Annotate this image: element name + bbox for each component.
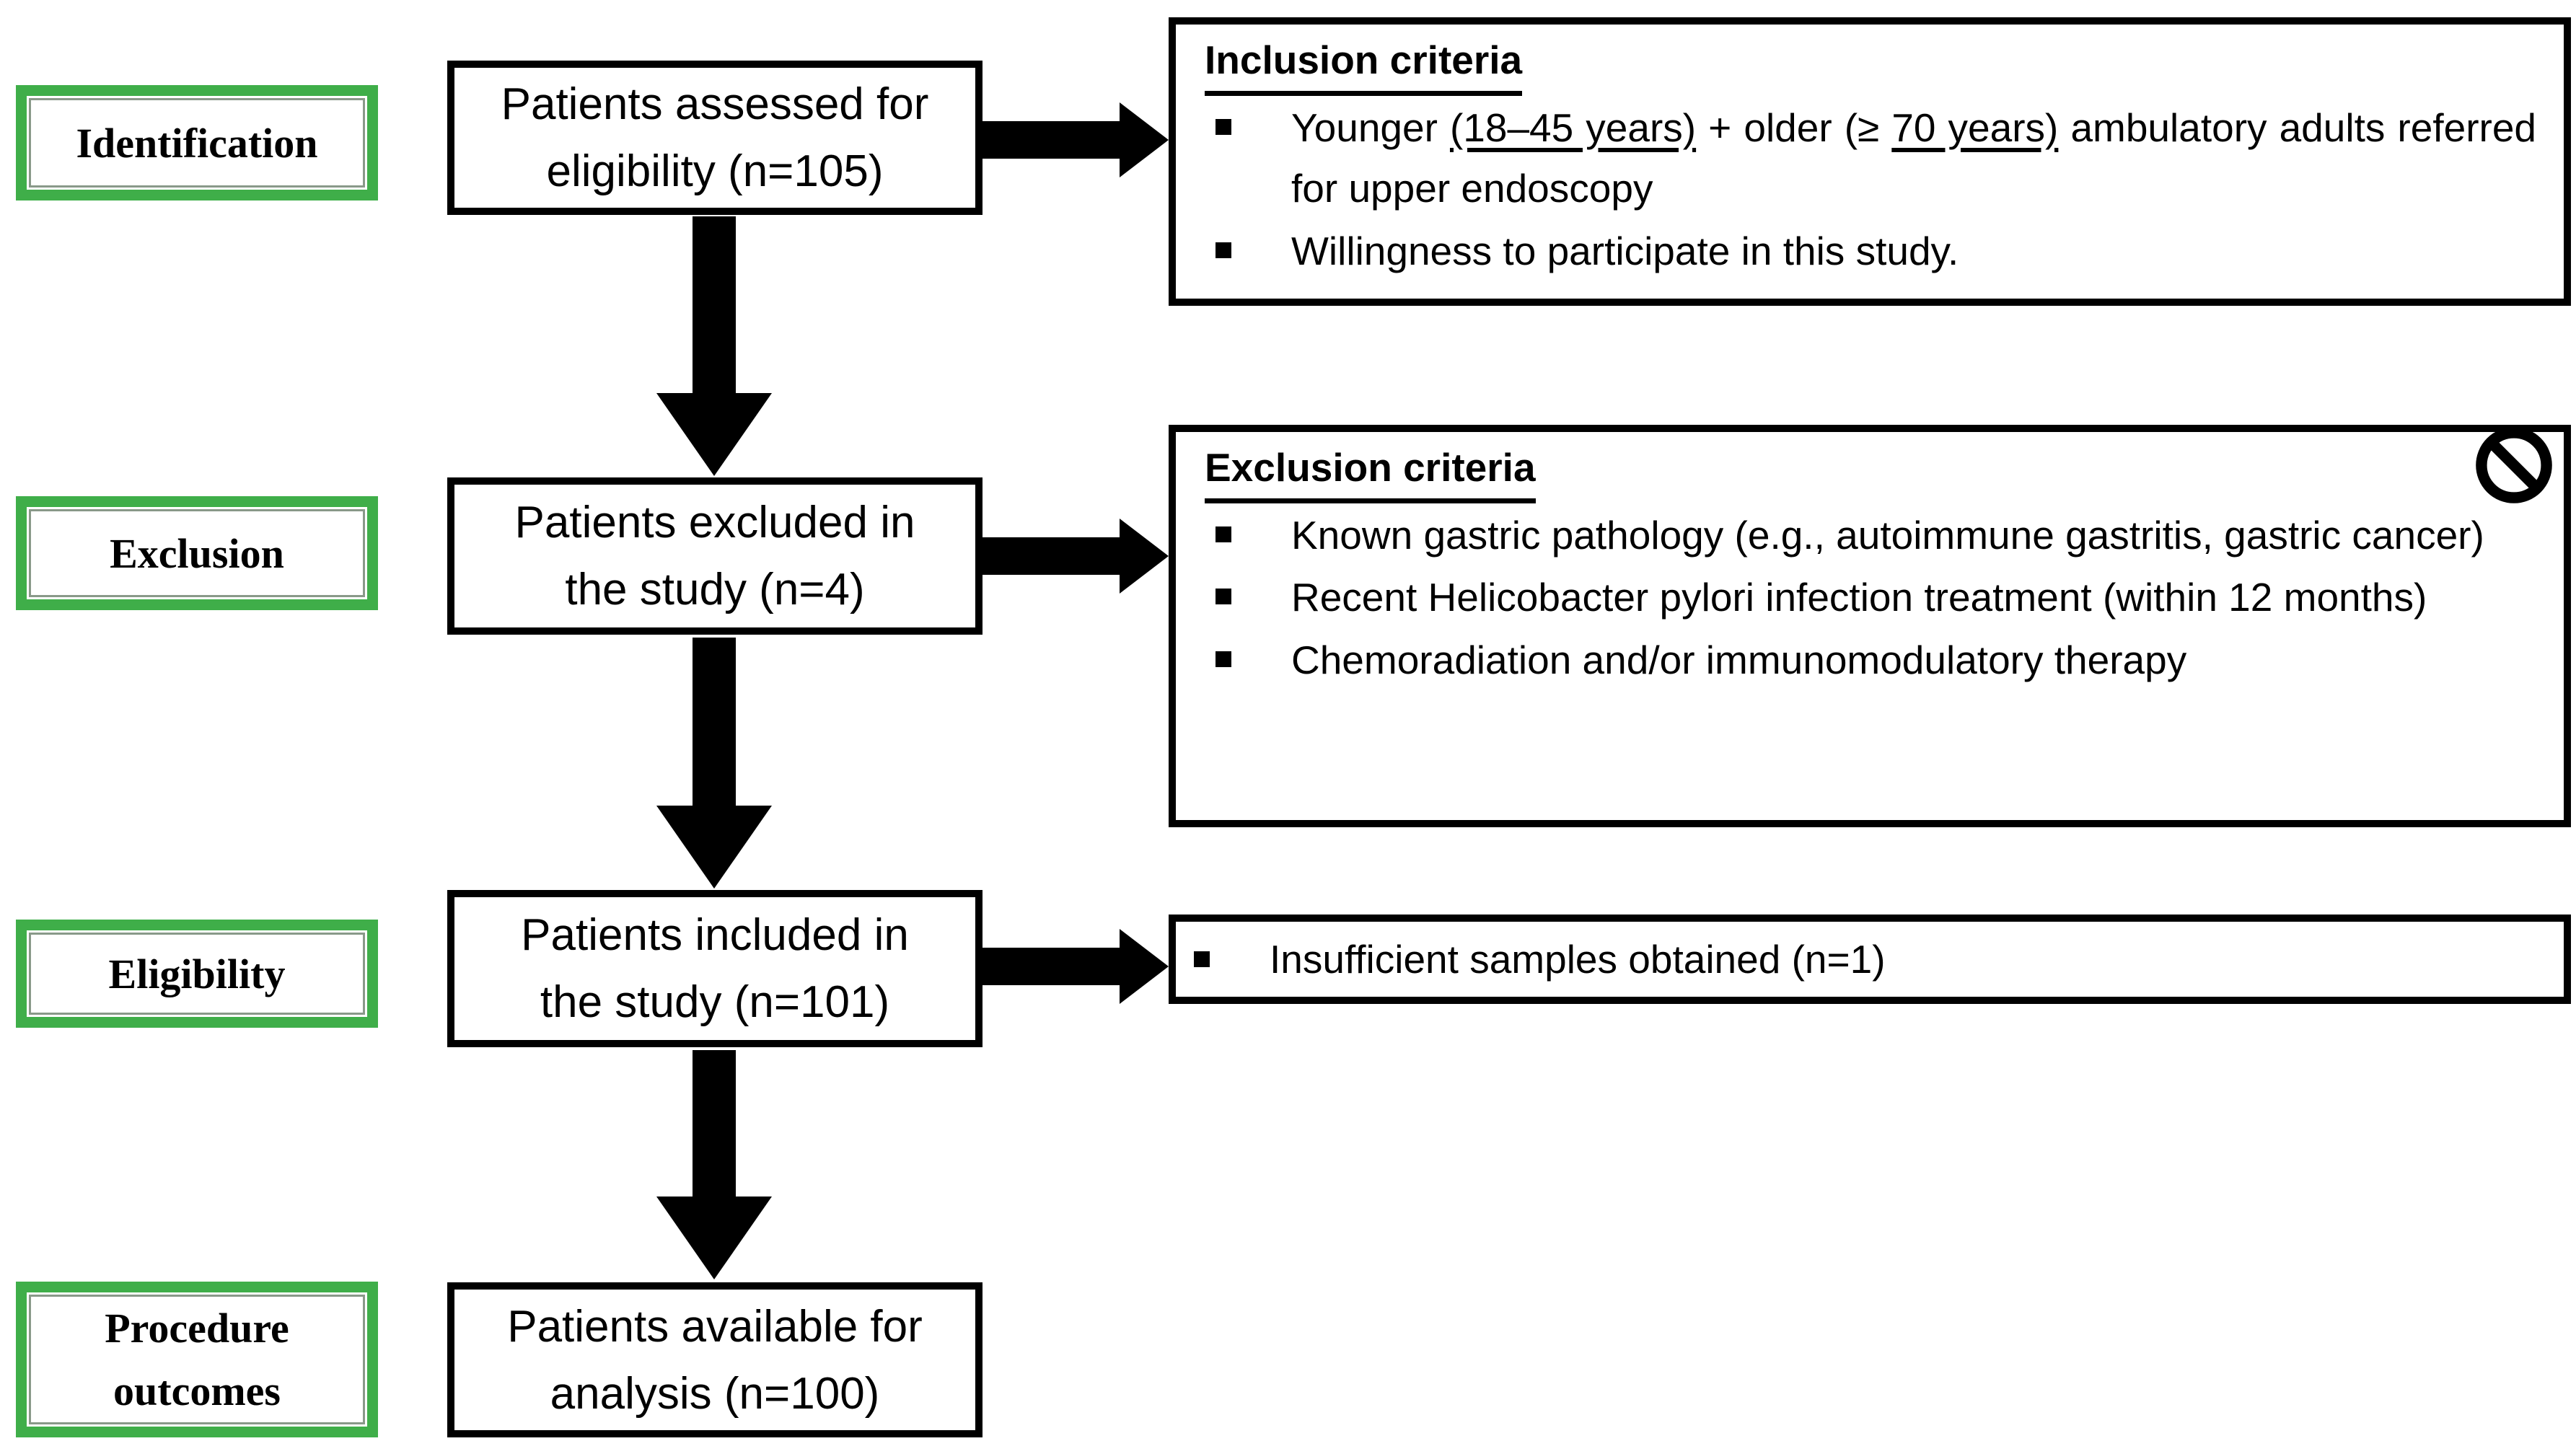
arrow-right-icon <box>983 929 1169 1004</box>
arrow-down-icon <box>656 1050 772 1279</box>
stage-box-procedure-outcomes: Procedure outcomes <box>16 1282 378 1437</box>
stage-label-exclusion: Exclusion <box>110 529 284 577</box>
bullet-square-icon <box>1216 589 1231 605</box>
bullet-text: Willingness to participate in this study… <box>1291 228 1959 273</box>
arrow-down-icon <box>656 216 772 476</box>
flow-box-analysis-line1: Patients available for <box>507 1301 923 1352</box>
bullet-square-icon <box>1216 526 1231 542</box>
exclusion-bullet-hpylori: Recent Helicobacter pylori infection tre… <box>1197 567 2542 628</box>
flow-box-assessed-line2: eligibility (n=105) <box>546 146 884 196</box>
stage-box-exclusion: Exclusion <box>16 496 378 610</box>
underlined-age-range-young: (18–45 years) <box>1449 105 1697 150</box>
bullet-text: + older (≥ <box>1696 105 1892 150</box>
bullet-text: Known gastric pathology (e.g., autoimmun… <box>1291 512 2484 558</box>
bullet-text: ambulatory adults referred for upper end… <box>1291 105 2536 211</box>
criteria-box-inclusion: Inclusion criteria Younger (18–45 years)… <box>1169 17 2571 306</box>
bullet-square-icon <box>1216 651 1231 667</box>
no-entry-icon <box>2474 426 2554 505</box>
inclusion-bullet-age: Younger (18–45 years) + older (≥ 70 year… <box>1197 97 2542 219</box>
arrow-down-icon <box>656 638 772 889</box>
flow-box-excluded-line1: Patients excluded in <box>514 498 915 547</box>
inclusion-criteria-title: Inclusion criteria <box>1205 35 1523 96</box>
bullet-square-icon <box>1216 118 1231 135</box>
arrow-right-icon <box>983 519 1169 594</box>
flow-box-assessed: Patients assessed for eligibility (n=105… <box>447 61 983 215</box>
note-box-insufficient-samples: Insufficient samples obtained (n=1) <box>1169 915 2571 1004</box>
criteria-box-exclusion: Exclusion criteria Known gastric patholo… <box>1169 425 2571 827</box>
bullet-text: Younger <box>1291 105 1450 150</box>
stage-label-procedure: Procedure <box>105 1305 289 1352</box>
exclusion-criteria-title: Exclusion criteria <box>1205 442 1536 503</box>
bullet-text: Chemoradiation and/or immunomodulatory t… <box>1291 637 2187 682</box>
stage-box-identification: Identification <box>16 85 378 200</box>
bullet-square-icon <box>1216 242 1231 258</box>
stage-label-outcomes: outcomes <box>113 1367 281 1414</box>
stage-box-eligibility: Eligibility <box>16 920 378 1028</box>
flow-box-excluded: Patients excluded in the study (n=4) <box>447 477 983 635</box>
arrow-right-icon <box>983 102 1169 177</box>
flow-box-analysis: Patients available for analysis (n=100) <box>447 1282 983 1437</box>
bullet-square-icon <box>1194 951 1210 967</box>
flow-box-included-line2: the study (n=101) <box>540 977 890 1027</box>
bullet-text: Recent Helicobacter pylori infection tre… <box>1291 575 2427 620</box>
stage-label-eligibility: Eligibility <box>108 950 286 997</box>
flow-box-analysis-line2: analysis (n=100) <box>550 1368 880 1419</box>
exclusion-bullet-pathology: Known gastric pathology (e.g., autoimmun… <box>1197 505 2542 566</box>
inclusion-bullet-willingness: Willingness to participate in this study… <box>1197 221 2542 282</box>
insufficient-samples-text: Insufficient samples obtained (n=1) <box>1270 937 1886 982</box>
flow-box-assessed-line1: Patients assessed for <box>501 79 929 129</box>
exclusion-bullet-chemoradiation: Chemoradiation and/or immunomodulatory t… <box>1197 630 2542 691</box>
underlined-age-range-old: 70 years) <box>1891 105 2059 150</box>
flow-box-included-line1: Patients included in <box>521 910 909 960</box>
flow-box-excluded-line2: the study (n=4) <box>565 565 865 614</box>
flow-box-included: Patients included in the study (n=101) <box>447 890 983 1047</box>
stage-label-identification: Identification <box>76 119 318 167</box>
